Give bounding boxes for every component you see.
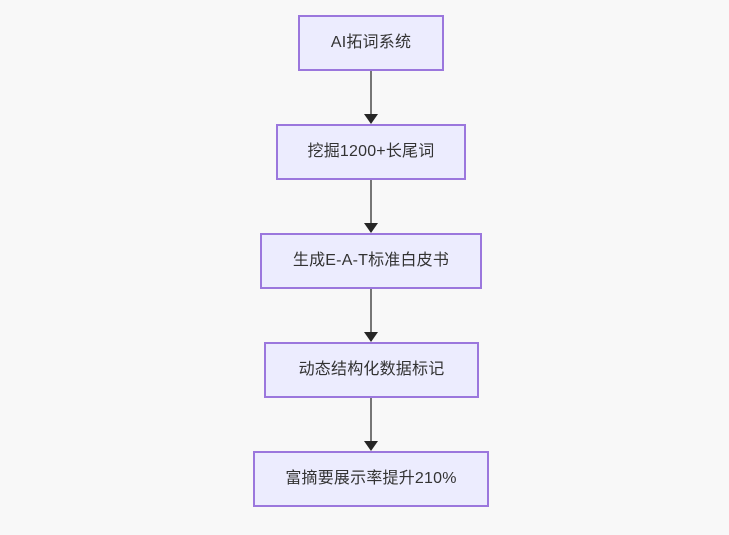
connector-line (370, 71, 372, 114)
arrowhead-icon (364, 441, 378, 451)
arrowhead-icon (364, 114, 378, 124)
flowchart-node-ai-keyword-system[interactable]: AI拓词系统 (298, 15, 444, 71)
flowchart-node-label: 挖掘1200+长尾词 (307, 143, 435, 160)
arrowhead-icon (364, 223, 378, 233)
flowchart-node-label: AI拓词系统 (330, 34, 412, 51)
flowchart-node-dynamic-structured-data-markup[interactable]: 动态结构化数据标记 (264, 342, 479, 398)
flowchart-node-label: 生成E-A-T标准白皮书 (292, 252, 450, 269)
connector-line (370, 398, 372, 441)
flowchart-node-label: 动态结构化数据标记 (298, 361, 445, 378)
connector-line (370, 289, 372, 332)
flowchart-node-mine-longtail-keywords[interactable]: 挖掘1200+长尾词 (276, 124, 466, 180)
flowchart-node-rich-snippet-impression-uplift[interactable]: 富摘要展示率提升210% (253, 451, 489, 507)
connector-line (370, 180, 372, 223)
flowchart-node-generate-eat-whitepaper[interactable]: 生成E-A-T标准白皮书 (260, 233, 482, 289)
arrowhead-icon (364, 332, 378, 342)
flowchart-node-label: 富摘要展示率提升210% (285, 470, 457, 487)
